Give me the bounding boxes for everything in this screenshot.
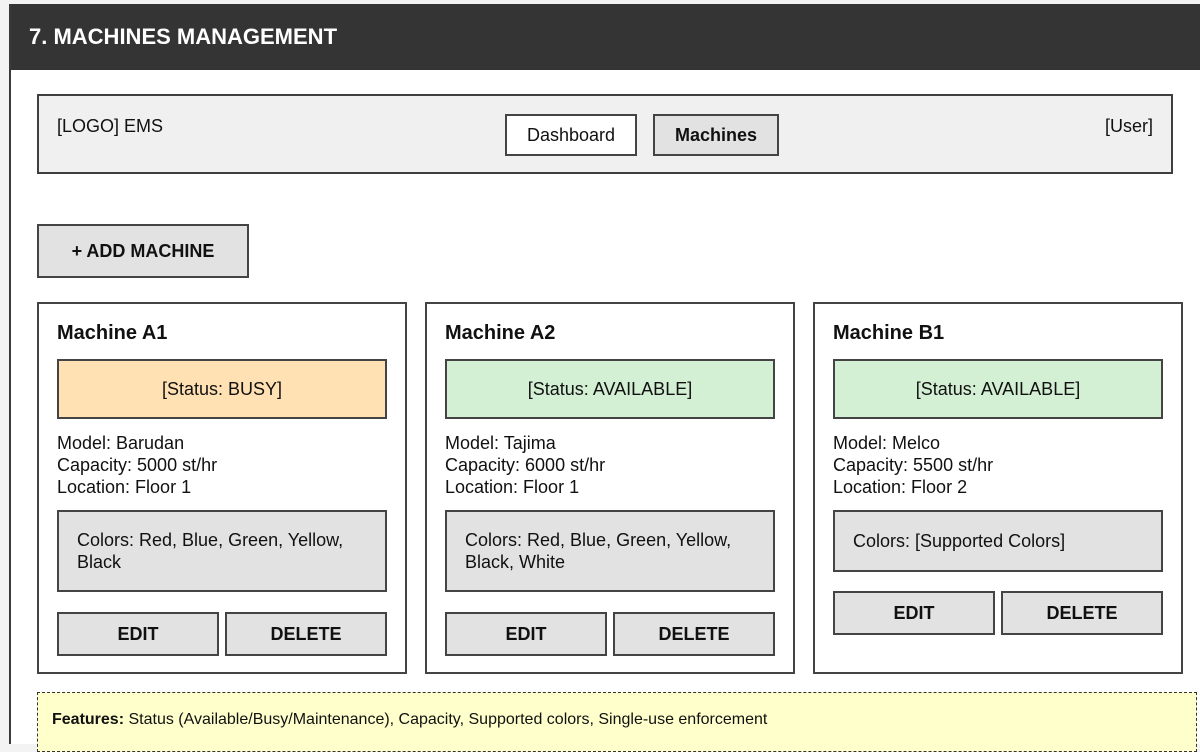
supported-colors: Colors: [Supported Colors] (833, 510, 1163, 572)
machine-location: Location: Floor 2 (833, 477, 968, 497)
delete-button[interactable]: DELETE (1001, 591, 1163, 635)
machine-name: Machine A2 (445, 322, 556, 344)
supported-colors: Colors: Red, Blue, Green, Yellow, Black,… (445, 510, 775, 592)
features-label: Features: (52, 711, 125, 728)
edit-button[interactable]: EDIT (57, 612, 219, 656)
machine-card-a1: Machine A1 [Status: BUSY] Model: Barudan… (37, 302, 407, 674)
delete-button[interactable]: DELETE (225, 612, 387, 656)
edit-button[interactable]: EDIT (445, 612, 607, 656)
machine-capacity: Capacity: 6000 st/hr (445, 455, 606, 475)
status-badge: [Status: AVAILABLE] (445, 359, 775, 419)
features-text: Status (Available/Busy/Maintenance), Cap… (128, 711, 768, 728)
app-frame: 7. MACHINES MANAGEMENT [LOGO] EMS Dashbo… (9, 4, 1200, 752)
machine-model: Model: Melco (833, 433, 941, 453)
app-logo: [LOGO] EMS (57, 116, 164, 136)
machine-model: Model: Barudan (57, 433, 185, 453)
machine-name: Machine A1 (57, 322, 168, 344)
machine-name: Machine B1 (833, 322, 945, 344)
tab-dashboard[interactable]: Dashboard (505, 114, 637, 156)
machine-capacity: Capacity: 5500 st/hr (833, 455, 994, 475)
machine-card-b1: Machine B1 [Status: AVAILABLE] Model: Me… (813, 302, 1183, 674)
machine-location: Location: Floor 1 (57, 477, 192, 497)
machine-model: Model: Tajima (445, 433, 556, 453)
machine-card-a2: Machine A2 [Status: AVAILABLE] Model: Ta… (425, 302, 795, 674)
machine-info: Model: Tajima Capacity: 6000 st/hr Locat… (445, 432, 605, 498)
page-title: 7. MACHINES MANAGEMENT (11, 4, 1200, 70)
machine-location: Location: Floor 1 (445, 477, 580, 497)
edit-button[interactable]: EDIT (833, 591, 995, 635)
delete-button[interactable]: DELETE (613, 612, 775, 656)
machine-capacity: Capacity: 5000 st/hr (57, 455, 218, 475)
tab-machines[interactable]: Machines (653, 114, 779, 156)
machine-info: Model: Melco Capacity: 5500 st/hr Locati… (833, 432, 993, 498)
add-machine-button[interactable]: + ADD MACHINE (37, 224, 249, 278)
top-nav: [LOGO] EMS Dashboard Machines [User] (37, 94, 1173, 174)
features-note: Features: Status (Available/Busy/Mainten… (37, 692, 1197, 752)
status-badge: [Status: AVAILABLE] (833, 359, 1163, 419)
user-menu[interactable]: [User] (1104, 116, 1153, 136)
status-badge: [Status: BUSY] (57, 359, 387, 419)
supported-colors: Colors: Red, Blue, Green, Yellow, Black (57, 510, 387, 592)
machine-info: Model: Barudan Capacity: 5000 st/hr Loca… (57, 432, 217, 498)
